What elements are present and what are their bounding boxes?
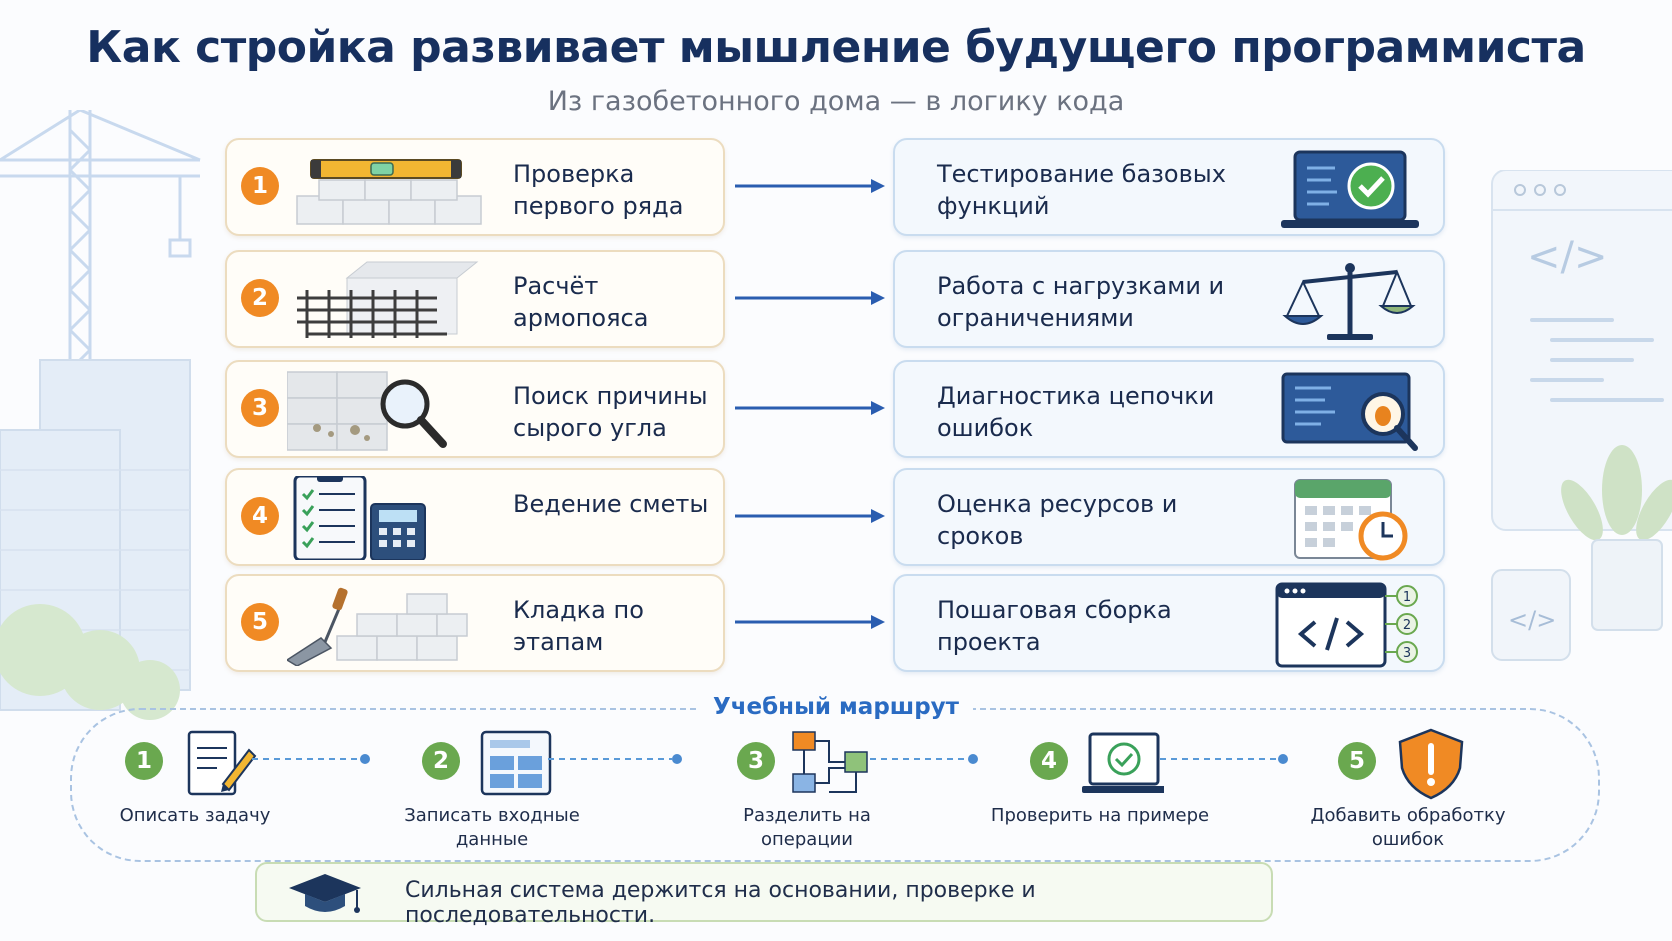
- comparison-row-5: 5 Кладка по этапам Пошаговая сборка прое…: [225, 574, 1445, 672]
- programming-card-4: Оценка ресурсов и сроков: [893, 468, 1445, 566]
- route-step-4: 4 Проверить на примере: [990, 728, 1210, 858]
- comparison-row-4: 4 Ведение сметы Оценка ресурсов и сроков: [225, 468, 1445, 566]
- route-step-number: 5: [1338, 742, 1376, 780]
- arrow-right-icon: [735, 401, 885, 415]
- step-number-badge: 3: [241, 389, 279, 427]
- flowchart-icon: [792, 731, 868, 793]
- route-connector: [252, 754, 370, 764]
- step-mark-3: 3: [1403, 646, 1411, 661]
- construction-card-4: 4 Ведение сметы: [225, 468, 725, 566]
- code-window-steps-icon: 1 2 3: [1275, 582, 1418, 668]
- arrow-right-icon: [735, 291, 885, 305]
- laptop-check-icon: [1281, 150, 1419, 228]
- construction-label: Расчёт армопояса: [513, 272, 649, 332]
- construction-card-5: 5 Кладка по этапам: [225, 574, 725, 672]
- route-step-label: Проверить на примере: [990, 805, 1210, 826]
- code-background: </> </>: [1491, 170, 1672, 661]
- route-step-3: 3 Разделить на операции: [697, 728, 917, 858]
- page-subtitle: Из газобетонного дома — в логику кода: [547, 86, 1125, 117]
- construction-background: [0, 110, 201, 720]
- step-number-badge: 5: [241, 603, 279, 641]
- svg-text:</>: </>: [1527, 234, 1608, 280]
- programming-label: Тестирование базовых функций: [937, 160, 1226, 220]
- construction-label: Ведение сметы: [513, 490, 709, 518]
- programming-card-3: Диагностика цепочки ошибок: [893, 360, 1445, 458]
- bug-search-icon: [1281, 372, 1418, 451]
- calendar-clock-icon: [1294, 479, 1408, 561]
- document-pencil-icon: [187, 730, 257, 796]
- comparison-row-2: 2 Расчёт армопояса Работа с нагрузками и…: [225, 250, 1445, 348]
- route-step-number: 1: [125, 742, 163, 780]
- route-step-label: Разделить на операции: [743, 805, 871, 850]
- step-number-badge: 4: [241, 497, 279, 535]
- programming-label: Диагностика цепочки ошибок: [937, 382, 1215, 442]
- data-form-icon: [480, 730, 552, 796]
- step-mark-1: 1: [1403, 590, 1411, 605]
- monitor-check-icon: [1082, 732, 1164, 793]
- construction-label: Проверка первого ряда: [513, 160, 684, 220]
- comparison-row-3: 3 Поиск причины сырого угла Диагностика …: [225, 360, 1445, 458]
- trowel-bricks-icon: [287, 587, 468, 666]
- spirit-level-icon: [296, 159, 482, 225]
- arrow-right-icon: [735, 509, 885, 523]
- arrow-right-icon: [735, 615, 885, 629]
- shield-warning-icon: [1398, 728, 1464, 800]
- programming-label: Пошаговая сборка проекта: [937, 596, 1172, 656]
- graduation-cap-icon: [289, 874, 361, 913]
- route-connector: [1160, 754, 1288, 764]
- construction-card-1: 1 Проверка первого ряда: [225, 138, 725, 236]
- learning-route-title-text: Учебный маршрут: [699, 694, 973, 720]
- arrow-right-icon: [735, 179, 885, 193]
- route-step-number: 2: [422, 742, 460, 780]
- route-connector: [870, 754, 978, 764]
- route-step-label: Записать входные данные: [404, 805, 580, 850]
- programming-card-5: Пошаговая сборка проекта 1 2 3: [893, 574, 1445, 672]
- route-step-5: 5 Добавить обработку ошибок: [1298, 728, 1518, 858]
- construction-label: Поиск причины сырого угла: [513, 382, 708, 442]
- svg-text:</>: </>: [1508, 606, 1556, 634]
- balance-scale-icon: [1282, 263, 1416, 340]
- route-step-number: 3: [737, 742, 775, 780]
- step-mark-2: 2: [1403, 618, 1411, 633]
- learning-route-title: Учебный маршрут: [0, 694, 1672, 720]
- footer-text: Сильная система держится на основании, п…: [405, 878, 1036, 928]
- programming-label: Оценка ресурсов и сроков: [937, 490, 1178, 550]
- route-step-label: Добавить обработку ошибок: [1310, 805, 1506, 850]
- programming-card-1: Тестирование базовых функций: [893, 138, 1445, 236]
- route-step-label: Описать задачу: [119, 805, 271, 826]
- programming-card-2: Работа с нагрузками и ограничениями: [893, 250, 1445, 348]
- footer-banner: Сильная система держится на основании, п…: [255, 862, 1273, 928]
- page-title: Как стройка развивает мышление будущего …: [86, 22, 1586, 73]
- route-connector: [548, 754, 682, 764]
- clipboard-calculator-icon: [293, 476, 426, 560]
- route-step-2: 2 Записать входные данные: [382, 728, 602, 858]
- programming-label: Работа с нагрузками и ограничениями: [937, 272, 1225, 332]
- rebar-icon: [297, 261, 479, 338]
- construction-card-3: 3 Поиск причины сырого угла: [225, 360, 725, 458]
- route-step-number: 4: [1030, 742, 1068, 780]
- comparison-row-1: 1 Проверка первого ряда Тестирование баз…: [225, 138, 1445, 236]
- step-number-badge: 1: [241, 167, 279, 205]
- route-step-1: 1 Описать задачу: [85, 728, 305, 858]
- magnifier-wall-icon: [287, 371, 447, 451]
- construction-card-2: 2 Расчёт армопояса: [225, 250, 725, 348]
- step-number-badge: 2: [241, 279, 279, 317]
- construction-label: Кладка по этапам: [513, 596, 644, 656]
